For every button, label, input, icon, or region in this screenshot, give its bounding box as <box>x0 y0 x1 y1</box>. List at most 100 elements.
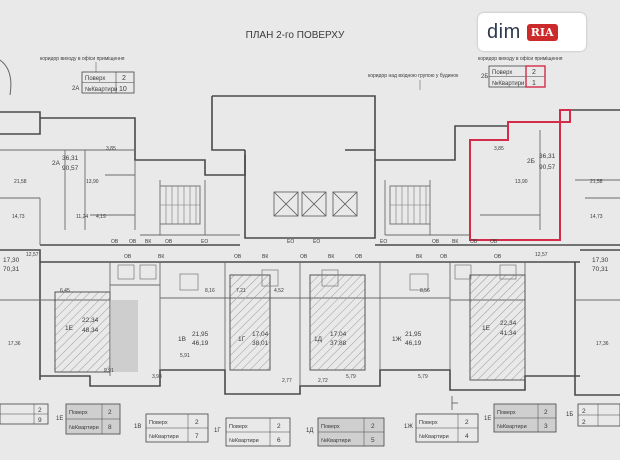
svg-text:2: 2 <box>38 407 42 414</box>
svg-text:Поверх: Поверх <box>492 70 512 76</box>
svg-text:2: 2 <box>582 419 586 426</box>
svg-text:14,73: 14,73 <box>590 214 603 220</box>
svg-text:17,36: 17,36 <box>8 341 21 347</box>
svg-text:2: 2 <box>122 75 126 82</box>
note-passage: коридор над вхідною групою у будинок <box>368 73 459 79</box>
svg-text:12,57: 12,57 <box>535 252 548 258</box>
interior-walls-upper <box>0 110 620 245</box>
svg-text:90,57: 90,57 <box>539 164 556 171</box>
note-right-corridor: коридор виходу в офіси приміщення <box>478 56 563 62</box>
svg-text:№Квартири: №Квартири <box>149 434 179 440</box>
svg-text:1Д: 1Д <box>314 336 323 343</box>
svg-text:6,45: 6,45 <box>60 288 70 294</box>
svg-text:21,95: 21,95 <box>405 331 422 338</box>
legend-bottom-1e-right: 1Е Поверх №Квартири 2 3 <box>484 403 557 433</box>
svg-text:3,85: 3,85 <box>106 146 116 152</box>
svg-text:2: 2 <box>277 423 281 430</box>
svg-text:1Г: 1Г <box>238 336 246 343</box>
svg-text:1Ж: 1Ж <box>392 336 402 343</box>
svg-text:ОВ: ОВ <box>300 254 308 260</box>
svg-text:ВК: ВК <box>262 254 268 260</box>
svg-text:ОВ: ОВ <box>129 239 137 245</box>
svg-text:2А: 2А <box>72 86 79 92</box>
svg-text:12,57: 12,57 <box>26 252 39 258</box>
legend-bottom-1zh: 1Ж Поверх №Квартири 2 4 <box>404 413 479 443</box>
svg-text:22,34: 22,34 <box>82 317 99 324</box>
svg-text:ЕО: ЕО <box>380 239 387 245</box>
svg-text:1Е: 1Е <box>65 325 74 332</box>
svg-text:9: 9 <box>38 417 42 424</box>
svg-text:2,77: 2,77 <box>282 378 292 384</box>
legend-2a: 2А Поверх №Квартири 2 10 <box>72 71 135 94</box>
legend-bottom-1b-right: 1Б 2 2 <box>566 403 620 427</box>
svg-text:41,34: 41,34 <box>500 330 517 337</box>
svg-text:ВК: ВК <box>452 239 458 245</box>
svg-text:Поверх: Поверх <box>419 420 438 426</box>
svg-text:ВК: ВК <box>416 254 422 260</box>
svg-text:ЕО: ЕО <box>201 239 208 245</box>
svg-text:3,93: 3,93 <box>152 374 162 380</box>
svg-text:21,58: 21,58 <box>14 179 27 185</box>
elevator-shafts <box>273 191 358 217</box>
hatched-apartment-1e-right <box>469 274 526 381</box>
svg-text:90,57: 90,57 <box>62 165 79 172</box>
svg-text:8,16: 8,16 <box>205 288 215 294</box>
svg-text:38,01: 38,01 <box>252 340 269 347</box>
svg-text:ОВ: ОВ <box>494 254 502 260</box>
svg-text:ОВ: ОВ <box>124 254 132 260</box>
svg-text:10: 10 <box>119 86 127 93</box>
plan-title: ПЛАН 2-го ПОВЕРХУ <box>246 30 345 41</box>
svg-text:1: 1 <box>532 80 536 87</box>
svg-text:7: 7 <box>195 433 199 440</box>
svg-text:13,90: 13,90 <box>86 179 99 185</box>
svg-text:№Квартири: №Квартири <box>85 86 117 93</box>
svg-text:70,31: 70,31 <box>3 266 20 273</box>
svg-text:17,04: 17,04 <box>252 331 269 338</box>
svg-text:1Д: 1Д <box>306 428 313 434</box>
svg-text:22,34: 22,34 <box>500 320 517 327</box>
svg-text:1Е: 1Е <box>56 416 63 422</box>
legend-bottom-1d: 1Д Поверх №Квартири 2 5 <box>306 417 385 447</box>
highlighted-apartment <box>469 109 571 241</box>
svg-text:3: 3 <box>544 423 548 430</box>
svg-text:ОВ: ОВ <box>470 239 478 245</box>
svg-text:ЕО: ЕО <box>287 239 294 245</box>
svg-text:1В: 1В <box>134 424 141 430</box>
svg-text:5: 5 <box>371 437 375 444</box>
svg-text:13,90: 13,90 <box>515 179 528 185</box>
svg-text:2: 2 <box>465 419 469 426</box>
unit-1g: 1Г 17,04 38,01 <box>238 331 269 347</box>
svg-text:17,04: 17,04 <box>330 331 347 338</box>
svg-text:5,91: 5,91 <box>180 353 190 359</box>
svg-text:21,58: 21,58 <box>590 179 603 185</box>
svg-text:№Квартири: №Квартири <box>321 438 351 444</box>
svg-text:2: 2 <box>532 69 536 76</box>
svg-text:3,85: 3,85 <box>494 146 504 152</box>
legend-bottom-1g: 1Г Поверх №Квартири 2 6 <box>214 417 291 447</box>
svg-text:6: 6 <box>277 437 281 444</box>
svg-text:ОВ: ОВ <box>165 239 173 245</box>
svg-text:4,52: 4,52 <box>274 288 284 294</box>
svg-text:2: 2 <box>371 423 375 430</box>
svg-text:2А: 2А <box>52 160 61 167</box>
svg-text:№Квартири: №Квартири <box>492 80 524 87</box>
bottom-legends: 2 9 1Е Поверх №Квартири 2 8 1В Поверх №К… <box>0 403 620 447</box>
svg-text:17,30: 17,30 <box>3 257 20 264</box>
svg-text:2: 2 <box>195 419 199 426</box>
svg-text:70,31: 70,31 <box>592 266 609 273</box>
svg-text:2Б: 2Б <box>527 158 535 165</box>
dim-ria-logo[interactable]: dim RIA <box>478 13 586 51</box>
svg-text:ОВ: ОВ <box>432 239 440 245</box>
svg-text:14,73: 14,73 <box>12 214 25 220</box>
svg-text:Поверх: Поверх <box>85 76 105 82</box>
svg-text:21,95: 21,95 <box>192 331 209 338</box>
note-left-corridor: коридор виходу в офіси приміщення <box>40 56 125 62</box>
svg-text:37,88: 37,88 <box>330 340 347 347</box>
svg-text:№Квартири: №Квартири <box>419 434 449 440</box>
stairs-right <box>389 185 431 225</box>
svg-text:46,19: 46,19 <box>405 340 422 347</box>
